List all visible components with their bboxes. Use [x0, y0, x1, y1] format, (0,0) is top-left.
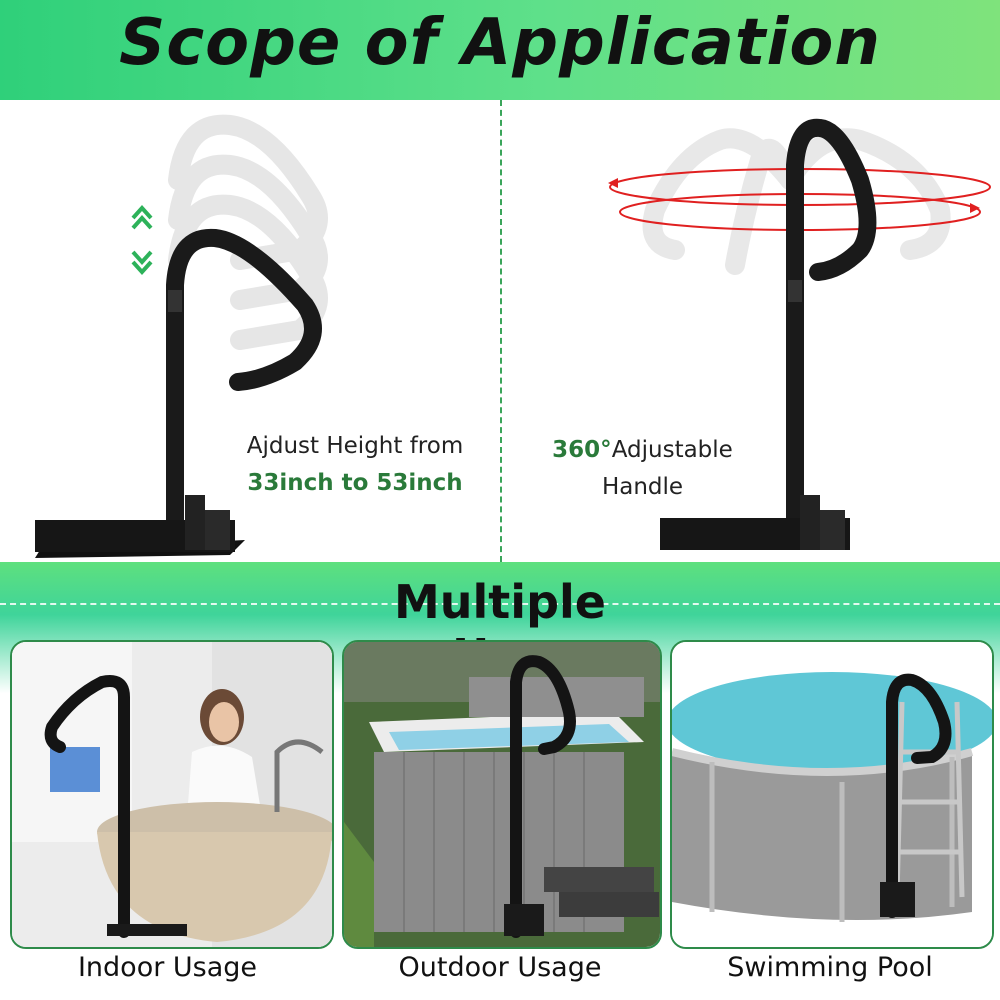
rail-main-right	[660, 118, 877, 550]
indoor-scene-image	[12, 642, 332, 947]
rotation-caption: 360°Adjustable Handle	[535, 432, 750, 506]
rotation-degree-text: 360°	[552, 437, 612, 463]
page-title: Scope of Application	[119, 6, 881, 80]
use-card-outdoor	[342, 640, 662, 949]
top-banner	[0, 0, 1000, 100]
rotation-illustration	[608, 118, 991, 550]
outdoor-scene-image	[344, 642, 660, 947]
section-divider-line	[0, 603, 1000, 605]
pool-scene-image	[672, 642, 992, 947]
rail-main	[35, 228, 322, 558]
rotation-caption-line2: Handle	[601, 474, 684, 500]
use-card-pool	[670, 640, 994, 949]
ghost-handles	[168, 114, 328, 350]
use-card-indoor	[10, 640, 334, 949]
use-label-pool: Swimming Pool	[727, 952, 933, 983]
rotation-caption-line1: Adjustable	[611, 437, 733, 463]
use-label-outdoor: Outdoor Usage	[398, 952, 602, 983]
height-caption: Ajdust Height from 33inch to 53inch	[220, 428, 490, 502]
up-arrows-icon	[131, 205, 153, 230]
height-range-text: 33inch to 53inch	[247, 470, 463, 496]
height-caption-line1: Ajdust Height from	[246, 433, 464, 459]
down-arrows-icon	[131, 250, 153, 275]
panel-divider	[500, 100, 502, 562]
use-label-indoor: Indoor Usage	[77, 952, 258, 983]
ghost-handles-rotated	[642, 128, 951, 275]
height-adjust-illustration	[35, 114, 328, 558]
